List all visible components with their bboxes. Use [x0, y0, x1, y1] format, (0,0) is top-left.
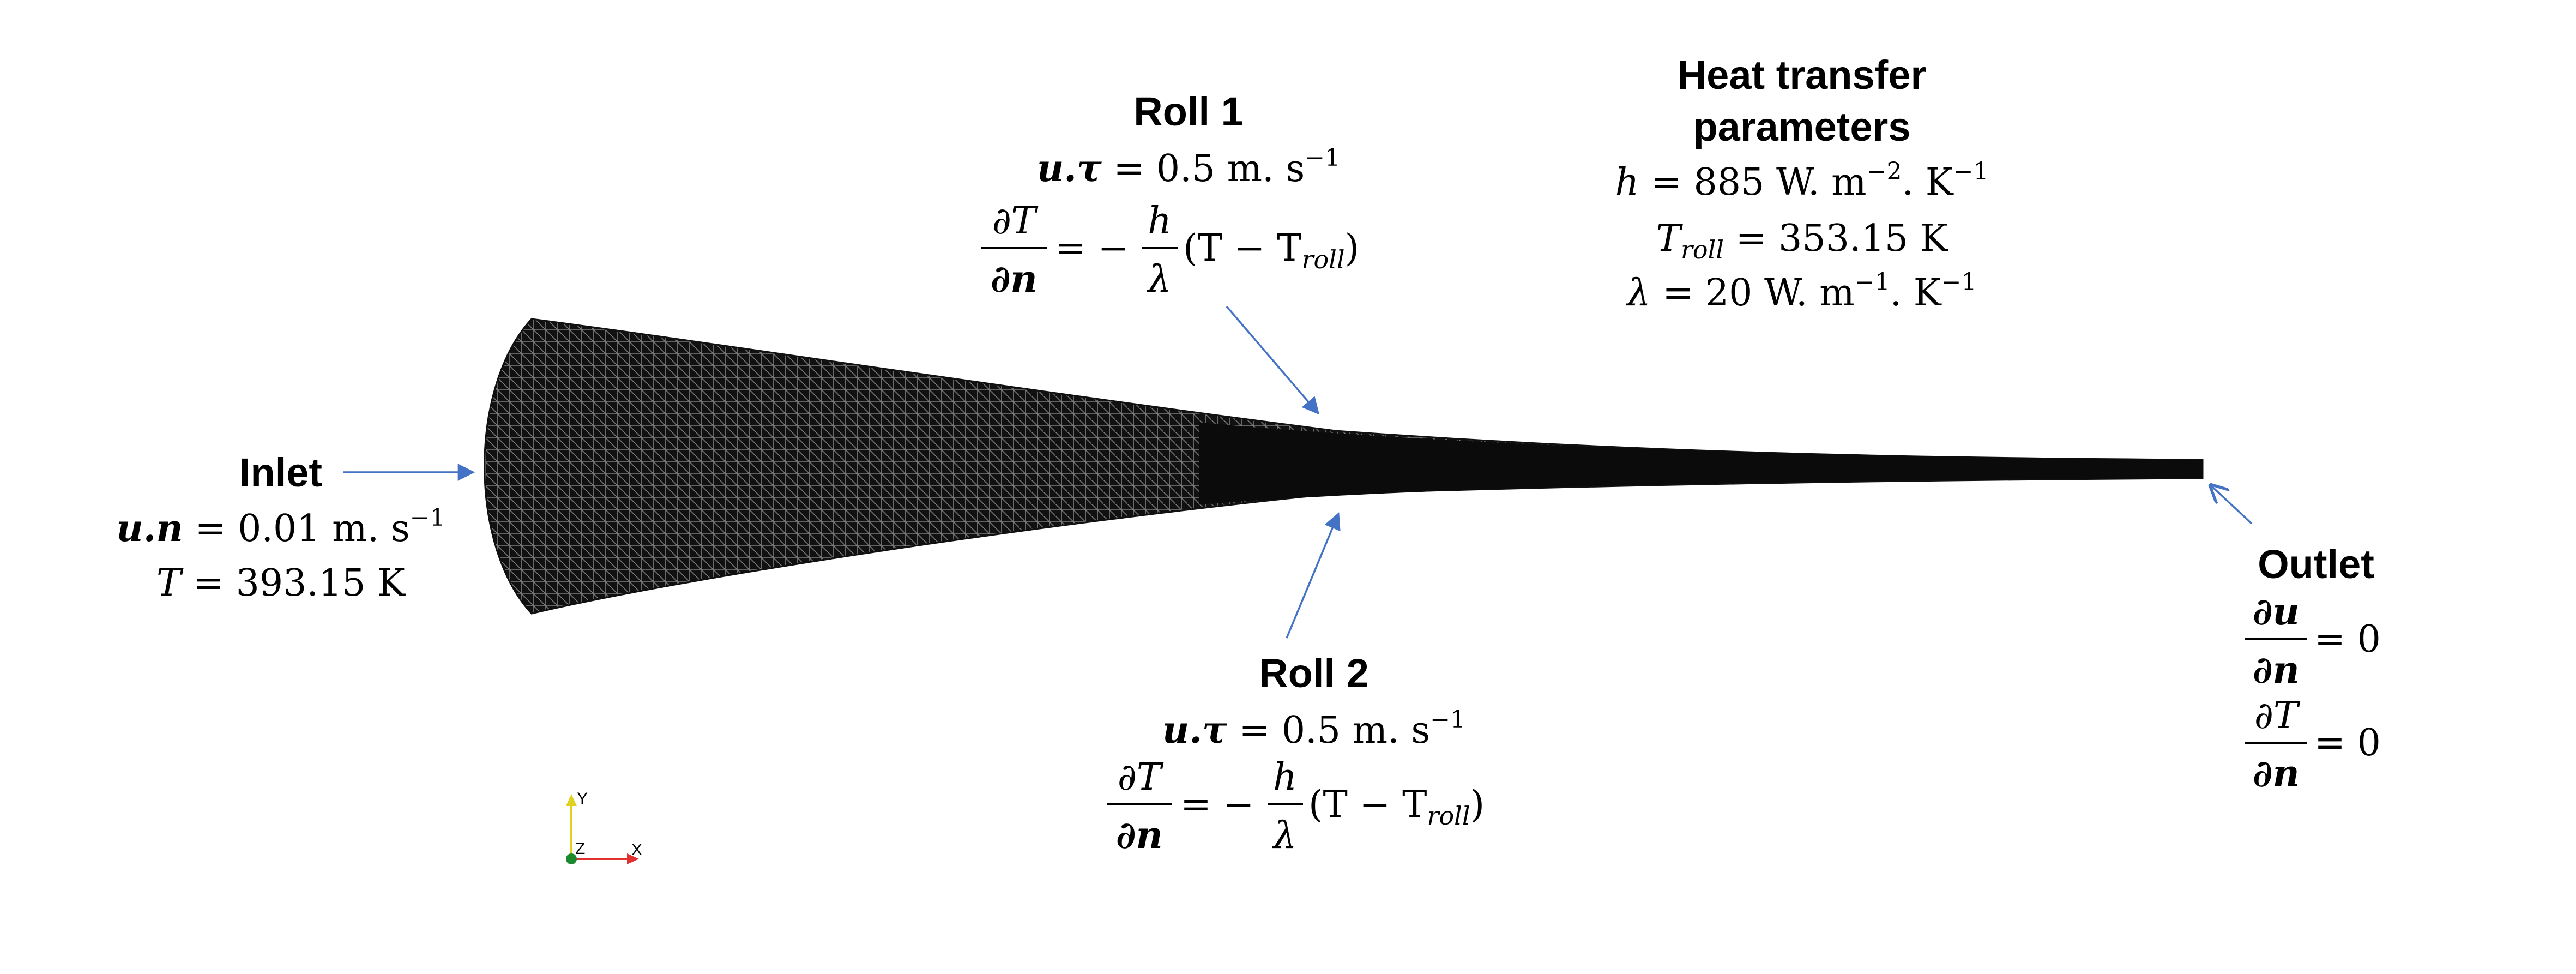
- roll2-title: Roll 2: [1259, 651, 1368, 696]
- outlet-eq1: = 0: [2314, 618, 2381, 661]
- outlet-du: ∂u: [2253, 590, 2300, 634]
- inlet-un-equation: u.n = 0.01 m. s−1: [116, 504, 445, 550]
- x-axis-label: X: [631, 841, 642, 859]
- roll2-heat-bc: ∂T ∂n = − h λ (T − Troll): [1107, 756, 1485, 857]
- inlet-title: Inlet: [239, 450, 322, 495]
- roll2-label: Roll 2 u.τ = 0.5 m. s−1 ∂T ∂n = − h λ (T…: [1107, 651, 1485, 857]
- roll1-lambda: λ: [1146, 258, 1171, 301]
- outlet-dn1: ∂n: [2253, 648, 2300, 692]
- z-axis-label: Z: [575, 840, 585, 858]
- outlet-eq2: = 0: [2314, 722, 2381, 765]
- roll1-dT: ∂T: [992, 200, 1039, 243]
- outlet-title: Outlet: [2258, 542, 2374, 587]
- mesh-domain: [484, 318, 2204, 615]
- axes-origin: [566, 853, 577, 864]
- heat-transfer-parameters: Heat transfer parameters h = 885 W. m−2.…: [1615, 52, 1989, 315]
- roll2-dn: ∂n: [1116, 814, 1163, 857]
- roll2-equals: = −: [1180, 783, 1254, 826]
- outlet-dT: ∂T: [2254, 694, 2301, 737]
- heat-title-line2: parameters: [1693, 104, 1910, 149]
- roll2-lambda: λ: [1271, 814, 1296, 857]
- heat-troll-equation: Troll = 353.15 K: [1656, 217, 1948, 264]
- outlet-label: Outlet ∂u ∂n = 0 ∂T ∂n = 0: [2245, 542, 2381, 796]
- roll1-title: Roll 1: [1133, 89, 1243, 134]
- outlet-dn2: ∂n: [2253, 752, 2300, 796]
- roll1-equals: = −: [1055, 227, 1129, 270]
- heat-h-equation: h = 885 W. m−2. K−1: [1615, 158, 1989, 204]
- roll2-arrow: [1286, 512, 1341, 639]
- mesh-dense-zone: [1199, 423, 2203, 504]
- roll1-velocity-equation: u.τ = 0.5 m. s−1: [1037, 144, 1340, 190]
- roll1-arrow: [1226, 305, 1320, 415]
- inlet-label: Inlet u.n = 0.01 m. s−1 T = 393.15 K: [116, 450, 445, 605]
- roll1-paren: (T − Troll): [1183, 227, 1359, 274]
- roll2-paren: (T − Troll): [1308, 783, 1485, 831]
- roll1-h: h: [1148, 200, 1172, 243]
- roll2-h: h: [1273, 756, 1297, 799]
- roll1-dn: ∂n: [991, 257, 1037, 301]
- roll2-dT: ∂T: [1118, 756, 1164, 799]
- y-axis-arrow: [566, 794, 577, 806]
- heat-title-line1: Heat transfer: [1678, 52, 1927, 98]
- outlet-arrow: [2211, 485, 2253, 525]
- roll1-heat-bc: ∂T ∂n = − h λ (T − Troll): [981, 200, 1359, 301]
- x-axis-arrow: [627, 853, 639, 864]
- roll2-velocity-equation: u.τ = 0.5 m. s−1: [1162, 706, 1465, 752]
- roll1-label: Roll 1 u.τ = 0.5 m. s−1 ∂T ∂n = − h λ (T…: [981, 89, 1359, 301]
- heat-lambda-equation: λ = 20 W. m−1. K−1: [1626, 268, 1977, 315]
- inlet-t-equation: T = 393.15 K: [156, 562, 406, 605]
- y-axis-label: Y: [577, 790, 588, 808]
- axes-triad: Y Z X: [566, 790, 642, 864]
